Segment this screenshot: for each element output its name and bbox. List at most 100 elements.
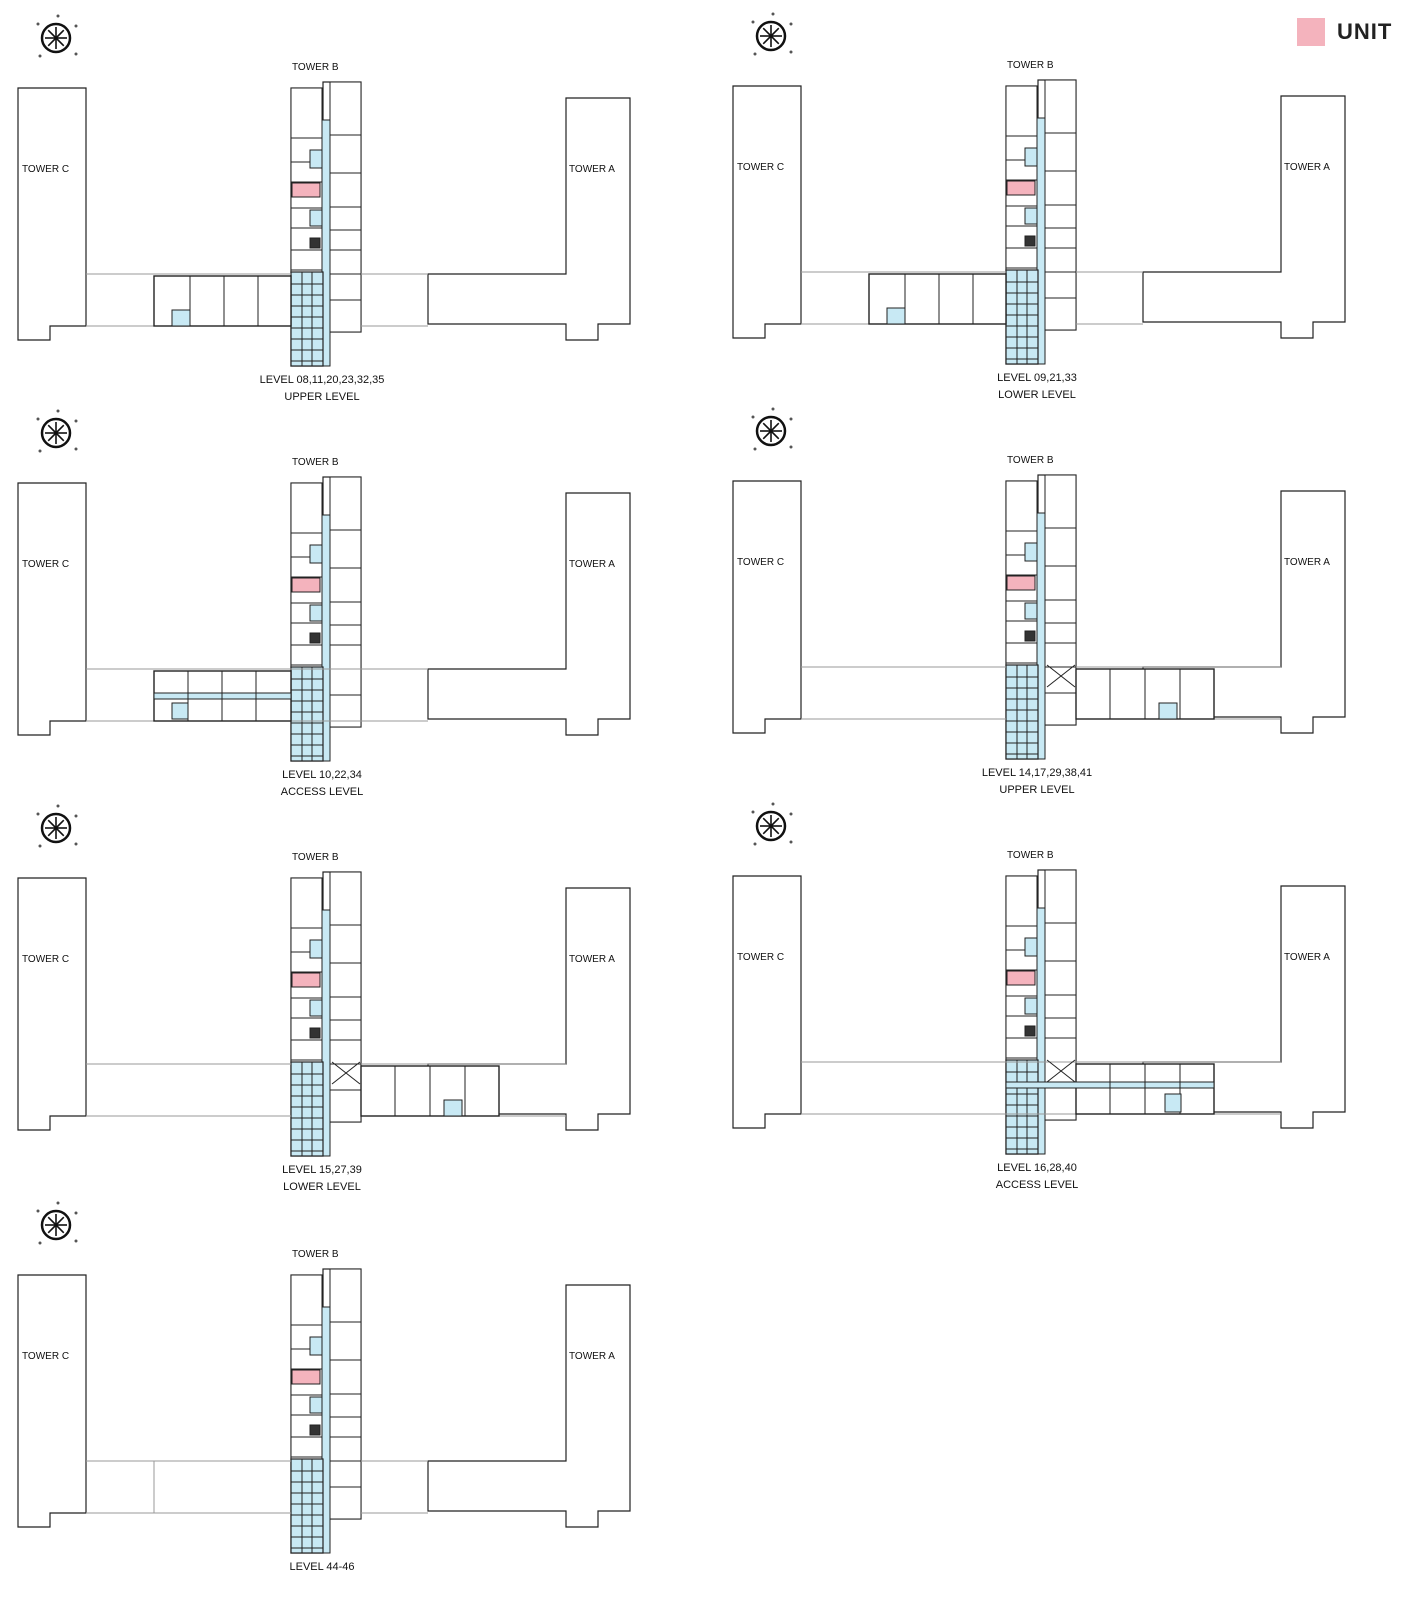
tower-b-east-unit [329,299,362,333]
tower-c-label: TOWER C [22,164,70,175]
compass-dot [38,1241,42,1245]
tower-b-east-unit [1044,1087,1077,1121]
tower-b-west-unit [1005,1037,1038,1059]
bridge-core [443,1099,463,1117]
tower-b-east-unit [329,1393,362,1418]
tower-b-label: TOWER B [292,1249,339,1260]
compass-spoke [47,1224,57,1234]
compass-spoke [55,1216,65,1226]
compass-spoke [770,430,780,440]
compass-spoke [770,825,780,835]
compass-spoke [762,422,772,432]
tower-b-west-unit [290,1274,323,1326]
highlighted-unit [291,577,321,593]
lift-shaft [309,632,321,644]
compass-ring [40,417,72,449]
tower-b-east-unit [329,996,362,1021]
plan-caption-level-type: ACCESS LEVEL [995,1179,1079,1191]
highlighted-unit [1006,575,1036,591]
compass-spoke [47,29,57,39]
tower-b-core-grid [1005,1059,1039,1155]
stair-core [309,999,323,1017]
tower-c-label: TOWER C [22,559,70,570]
tower-b-east-unit [1044,170,1077,206]
tower-a-outline [427,492,631,736]
compass-spoke [762,27,772,37]
tower-b-east-unit [1044,994,1077,1019]
tower-b-east-unit [1044,599,1077,624]
plan-caption-level-type: ACCESS LEVEL [280,786,364,798]
compass-ring [40,1209,72,1241]
tower-c-label: TOWER C [22,954,70,965]
compass-dot [789,50,793,54]
compass-dot [38,449,42,453]
void-cross [1046,1059,1076,1083]
tower-b-west-unit [290,87,323,139]
floor-plan-drawing [17,14,631,367]
compass-dot [74,1239,78,1243]
tower-b-west-unit [1005,642,1038,664]
lift-shaft [1024,1025,1036,1037]
tower-b-east-unit [1044,622,1077,644]
compass-spoke [47,37,57,47]
tower-b-east-unit [329,476,362,531]
compass-dot [74,419,78,423]
compass-dot [56,14,60,18]
compass-dot [74,1211,78,1215]
lift-shaft [1024,235,1036,247]
tower-c-outline [732,480,802,734]
tower-b-east-unit [329,81,362,136]
tower-b-block [290,1268,362,1554]
lift-shaft [1024,630,1036,642]
tower-b-west-unit [290,1039,323,1061]
bridge-block [86,1460,428,1514]
tower-c-label: TOWER C [737,162,785,173]
tower-b-east-unit [329,1359,362,1395]
tower-a-label: TOWER A [1284,952,1330,963]
tower-b-east-unit [1044,869,1077,924]
compass-ring [40,22,72,54]
tower-b-core-grid [290,666,324,762]
floor-plan-drawing [732,407,1346,760]
tower-b-east-unit [329,134,362,174]
tower-b-east-unit [1044,271,1077,299]
tower-b-west-unit [1005,480,1038,532]
compass-spoke [762,430,772,440]
highlighted-unit [291,972,321,988]
tower-b-core-grid [1005,664,1039,760]
compass-spoke [770,817,780,827]
tower-b-east-unit [329,206,362,231]
highlighted-unit [291,1369,321,1385]
tower-b-east-unit [329,601,362,626]
tower-c-label: TOWER C [22,1351,70,1362]
tower-a-outline [427,1284,631,1528]
compass-rose-icon [36,14,78,58]
compass-dot [56,1201,60,1205]
tower-b-core-grid [1005,269,1039,365]
compass-spoke [55,819,65,829]
compass-spoke [762,825,772,835]
tower-b-east-unit [329,1089,362,1123]
bridge-core [171,702,189,720]
stair-core [309,544,323,564]
stair-core [309,604,323,622]
tower-a-label: TOWER A [569,164,615,175]
tower-b-west-unit [1005,247,1038,269]
tower-b-west-unit [290,877,323,929]
stair-core [309,1396,323,1414]
plan-caption: LEVEL 44-46 [289,1559,354,1576]
plan-caption-level-type: UPPER LEVEL [284,391,360,403]
bridge-block [86,1061,566,1117]
compass-dot [771,12,775,16]
void-cross [331,1061,361,1085]
tower-b-east-unit [1044,1017,1077,1039]
tower-b-east-unit [1044,79,1077,134]
tower-c-outline [17,1274,87,1528]
tower-a-label: TOWER A [1284,162,1330,173]
plan-caption-levels: LEVEL 15,27,39 [282,1164,362,1176]
